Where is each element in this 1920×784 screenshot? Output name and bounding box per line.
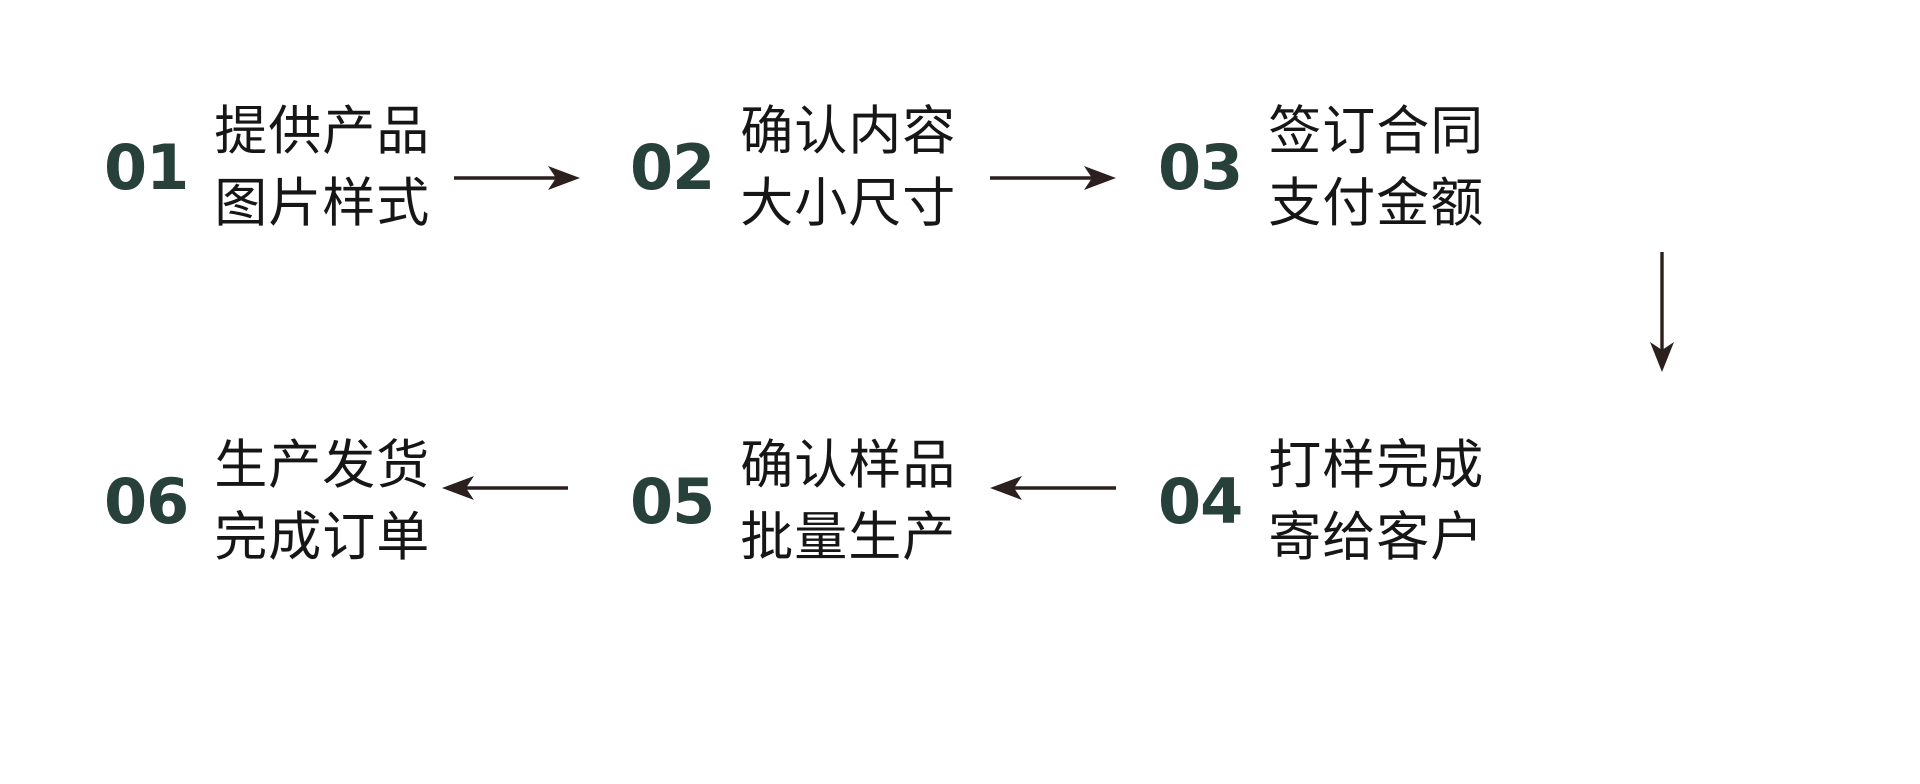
step-01: 01 提供产品 图片样式: [104, 96, 430, 240]
step-02-line-1: 确认内容: [740, 101, 957, 162]
step-04-line-1: 打样完成: [1268, 435, 1485, 496]
step-05-line-2: 批量生产: [740, 507, 957, 569]
arrow-down-icon-03-04: [1640, 250, 1684, 374]
step-06-line-1: 生产发货: [214, 435, 431, 496]
step-04-number: 04: [1158, 465, 1243, 539]
step-01-line-1: 提供产品: [214, 101, 431, 162]
step-05-text: 确认样品 批量生产: [740, 430, 956, 574]
step-01-text: 提供产品 图片样式: [214, 96, 430, 240]
step-03-number: 03: [1158, 131, 1243, 205]
step-05: 05 确认样品 批量生产: [630, 430, 956, 574]
step-02-number: 02: [630, 131, 715, 205]
step-03-line-1: 签订合同: [1268, 101, 1485, 162]
step-06: 06 生产发货 完成订单: [104, 430, 430, 574]
step-01-line-2: 图片样式: [214, 173, 431, 235]
step-02-text: 确认内容 大小尺寸: [740, 96, 956, 240]
arrow-left-icon-04-05: [988, 466, 1118, 510]
step-04-text: 打样完成 寄给客户: [1268, 430, 1484, 574]
step-03: 03 签订合同 支付金额: [1158, 96, 1484, 240]
step-02-line-2: 大小尺寸: [740, 173, 957, 235]
step-06-text: 生产发货 完成订单: [214, 430, 430, 574]
step-06-number: 06: [104, 465, 189, 539]
step-01-number: 01: [104, 131, 189, 205]
step-06-line-2: 完成订单: [214, 507, 431, 569]
step-02: 02 确认内容 大小尺寸: [630, 96, 956, 240]
step-04-line-2: 寄给客户: [1268, 507, 1485, 569]
arrow-right-icon-02-03: [988, 156, 1118, 200]
arrow-right-icon-01-02: [452, 156, 582, 200]
step-03-line-2: 支付金额: [1268, 173, 1485, 235]
arrow-left-icon-05-06: [440, 466, 570, 510]
step-05-number: 05: [630, 465, 715, 539]
step-04: 04 打样完成 寄给客户: [1158, 430, 1484, 574]
step-05-line-1: 确认样品: [740, 435, 957, 496]
step-03-text: 签订合同 支付金额: [1268, 96, 1484, 240]
